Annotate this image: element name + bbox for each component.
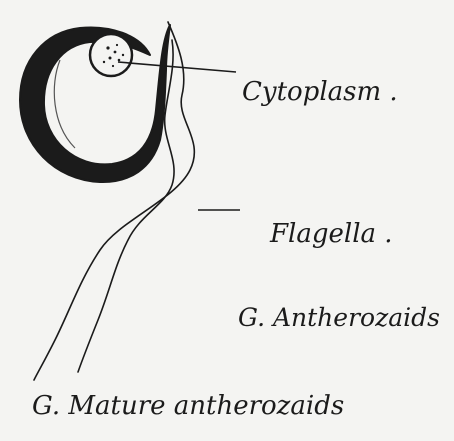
cytoplasm-blob (90, 34, 132, 76)
cytoplasm-label: Cytoplasm . (242, 77, 398, 107)
figure-caption: G. Mature antherozaids (32, 391, 344, 421)
cytoplasm-pointer (118, 62, 236, 72)
figure-label: G. Antherozaids (238, 303, 440, 332)
flagella-label: Flagella . (269, 219, 393, 249)
